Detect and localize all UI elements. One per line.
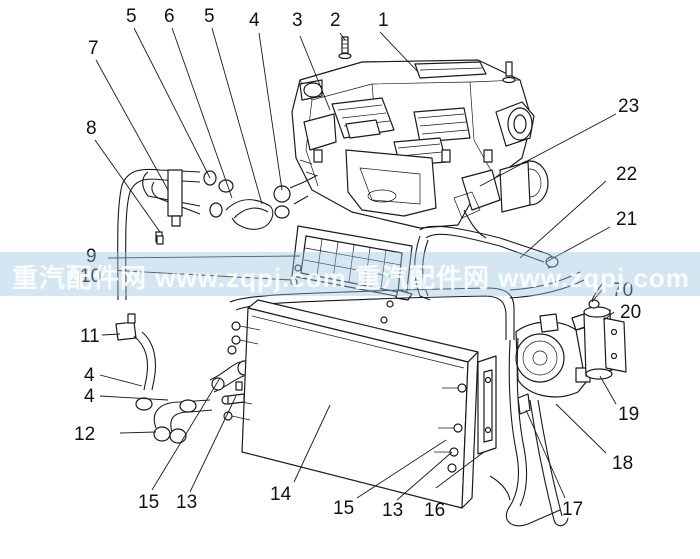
callout-70: 70 — [612, 280, 633, 301]
compressor-assembly — [489, 313, 605, 527]
callout-15-left: 15 — [138, 492, 159, 513]
callout-17: 17 — [562, 499, 583, 520]
callout-5-left: 5 — [126, 6, 137, 27]
callout-6: 6 — [164, 6, 175, 27]
callout-3: 3 — [292, 10, 303, 31]
callout-22: 22 — [616, 164, 637, 185]
bracket-16 — [477, 355, 497, 455]
condenser — [221, 299, 479, 509]
callout-12: 12 — [74, 424, 95, 445]
callout-21: 21 — [616, 209, 637, 230]
receiver-drier — [583, 281, 627, 380]
callout-8: 8 — [86, 118, 97, 139]
callout-7: 7 — [88, 38, 99, 59]
fasteners — [156, 235, 302, 405]
callout-4-low: 4 — [84, 386, 95, 407]
callout-13-right: 13 — [382, 500, 403, 521]
hvac-housing — [291, 59, 549, 229]
watermark-band — [0, 252, 700, 296]
callout-11: 11 — [80, 326, 100, 347]
callout-23: 23 — [618, 96, 639, 117]
callout-20: 20 — [620, 302, 641, 323]
callout-10: 10 — [80, 266, 101, 287]
callout-1: 1 — [378, 10, 389, 31]
callout-15-right: 15 — [333, 498, 354, 519]
callout-13-left: 13 — [176, 492, 197, 513]
callout-4-mid: 4 — [84, 365, 95, 386]
grille-panel — [291, 225, 413, 324]
callout-9: 9 — [86, 246, 97, 267]
callout-4-top: 4 — [249, 10, 260, 31]
leader-lines — [94, 27, 617, 501]
callout-labels: 1 2 3 4 5 6 5 7 8 9 10 11 4 4 12 15 13 1… — [74, 6, 641, 521]
heater-hoses — [117, 168, 317, 301]
callout-16: 16 — [424, 500, 445, 521]
watermark-text: 重汽配件网 www.zqpj.com 重汽配件网 www.zqpj.com — [12, 263, 690, 293]
bracket-11 — [115, 313, 157, 391]
callout-18: 18 — [612, 453, 633, 474]
top-bolts — [338, 36, 516, 84]
callout-5-right: 5 — [204, 6, 215, 27]
callout-19: 19 — [618, 404, 639, 425]
callout-2: 2 — [330, 10, 341, 31]
callout-14: 14 — [270, 484, 292, 505]
hose-12 — [135, 360, 251, 444]
